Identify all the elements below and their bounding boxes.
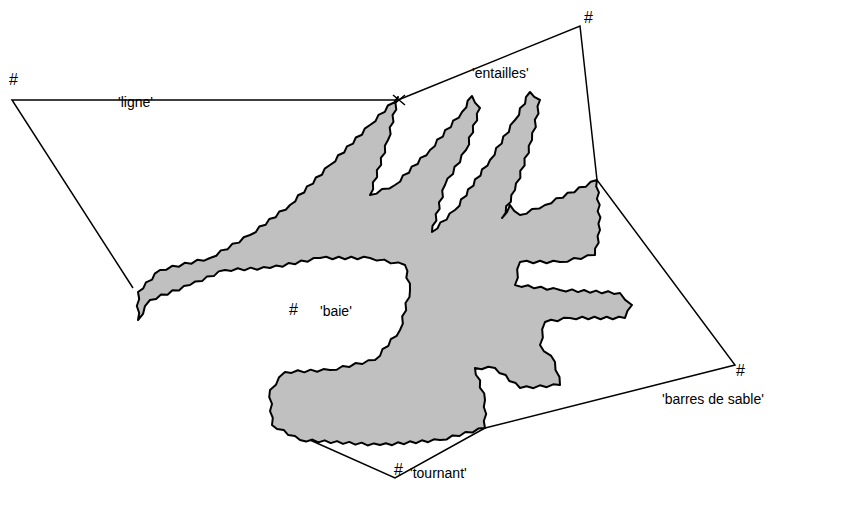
region-label: 'baie'	[320, 304, 352, 318]
vertex-mark: #	[584, 10, 593, 26]
region-label: 'tournant'	[410, 466, 467, 480]
region-label: 'barres de sable'	[662, 392, 764, 406]
region-label: 'ligne'	[118, 95, 153, 109]
vertex-mark: #	[736, 363, 745, 379]
vertex-mark: #	[394, 462, 403, 478]
region-label: 'entailles'	[472, 66, 529, 80]
vertex-mark: #	[9, 72, 18, 88]
vertex-mark: #	[289, 302, 298, 318]
land-shape	[137, 92, 632, 445]
hull-lines	[12, 26, 735, 478]
